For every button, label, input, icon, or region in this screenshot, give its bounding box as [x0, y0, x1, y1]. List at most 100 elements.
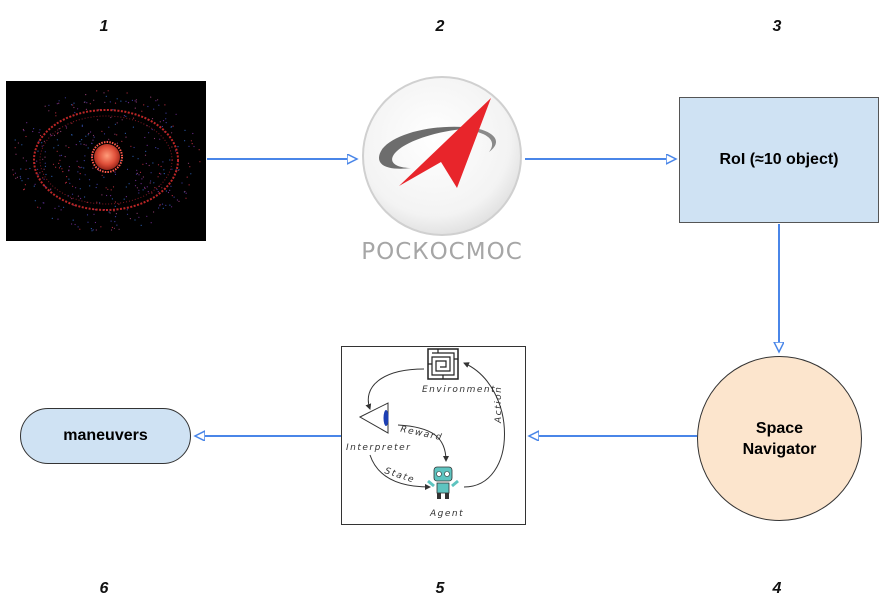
- debris-dot: [153, 182, 155, 184]
- debris-dot: [39, 172, 41, 174]
- debris-dot: [79, 167, 81, 169]
- debris-dot: [12, 174, 15, 176]
- debris-dot: [169, 159, 171, 161]
- debris-dot: [48, 110, 50, 112]
- debris-dot: [184, 140, 186, 142]
- debris-dot: [34, 183, 36, 185]
- roscosmos-logo: РОСКОСМОС: [357, 76, 527, 266]
- debris-dot: [51, 217, 53, 219]
- debris-dot: [121, 119, 123, 121]
- debris-dot: [160, 173, 162, 175]
- step-number-2: 2: [435, 18, 445, 35]
- debris-dot: [157, 148, 159, 150]
- debris-dot: [112, 186, 115, 188]
- debris-dot: [79, 173, 81, 175]
- debris-dot: [108, 211, 110, 213]
- debris-dot: [88, 179, 91, 181]
- debris-dot: [118, 228, 120, 230]
- debris-dot: [49, 133, 52, 135]
- debris-dot: [135, 179, 137, 182]
- debris-dot: [125, 196, 127, 198]
- debris-dot: [90, 228, 92, 230]
- debris-dot: [108, 126, 110, 128]
- debris-dot: [84, 155, 86, 157]
- debris-dot: [123, 115, 125, 117]
- debris-dot: [65, 145, 67, 147]
- debris-dot: [114, 123, 116, 125]
- debris-dot: [100, 226, 102, 228]
- debris-dot: [135, 101, 137, 103]
- debris-dot: [188, 184, 190, 186]
- debris-dot: [79, 140, 81, 143]
- debris-dot: [101, 174, 103, 176]
- debris-dot: [125, 100, 127, 102]
- debris-dot: [114, 205, 116, 207]
- debris-dot: [145, 162, 147, 165]
- debris-dot: [92, 167, 94, 169]
- debris-dot: [149, 182, 151, 184]
- debris-dot: [34, 200, 36, 202]
- debris-dot: [159, 121, 161, 123]
- roscosmos-emblem-icon: [362, 76, 522, 236]
- debris-dot: [144, 187, 146, 190]
- debris-dot: [92, 229, 94, 231]
- debris-dot: [110, 116, 112, 119]
- debris-dot: [187, 162, 190, 164]
- debris-dot: [155, 147, 157, 149]
- debris-dot: [125, 115, 127, 117]
- debris-dot: [142, 163, 144, 165]
- roi-box: RoI (≈10 object): [679, 97, 879, 223]
- debris-dot: [111, 226, 113, 229]
- debris-dot: [140, 183, 142, 185]
- debris-dot: [43, 202, 45, 204]
- debris-dot: [164, 104, 166, 106]
- debris-dot: [84, 174, 86, 176]
- debris-dot: [42, 158, 44, 160]
- debris-dot: [124, 132, 126, 134]
- debris-dot: [79, 188, 81, 190]
- debris-dot: [76, 160, 78, 162]
- debris-dot: [81, 166, 83, 168]
- debris-dot: [161, 187, 163, 189]
- debris-dot: [184, 190, 186, 193]
- debris-dot: [171, 168, 173, 170]
- debris-dot: [170, 185, 172, 187]
- step-number-3: 3: [772, 18, 782, 35]
- debris-dot: [17, 142, 19, 144]
- space-debris-image: [6, 81, 206, 241]
- debris-dot: [73, 102, 75, 104]
- debris-dot: [75, 187, 77, 189]
- debris-dot: [116, 142, 118, 144]
- navigator-label-line2: Navigator: [742, 440, 817, 458]
- debris-dot: [25, 160, 27, 162]
- debris-dot: [167, 191, 170, 194]
- debris-dot: [87, 134, 89, 136]
- debris-dot: [60, 154, 63, 156]
- debris-dot: [12, 169, 14, 171]
- debris-dot: [135, 99, 137, 101]
- debris-dot: [20, 177, 22, 179]
- debris-dot: [159, 205, 161, 207]
- debris-dot: [139, 171, 142, 173]
- debris-dot: [155, 100, 157, 102]
- roi-label: RoI (≈10 object): [719, 151, 839, 168]
- debris-dot: [92, 134, 95, 137]
- debris-dot: [108, 138, 110, 140]
- debris-dot: [129, 218, 131, 220]
- debris-dot: [63, 206, 65, 208]
- debris-dot: [74, 111, 76, 114]
- debris-dot: [169, 189, 171, 191]
- debris-dot: [143, 104, 145, 106]
- debris-dot: [150, 96, 152, 98]
- debris-dot: [125, 136, 127, 138]
- debris-dot: [112, 109, 114, 111]
- debris-dot: [115, 213, 117, 215]
- debris-dot: [126, 209, 128, 211]
- debris-dot: [123, 198, 125, 200]
- debris-dot: [14, 147, 16, 149]
- debris-dot: [146, 186, 148, 188]
- debris-dot: [86, 102, 88, 104]
- debris-dot: [77, 171, 79, 173]
- debris-dot: [96, 90, 98, 92]
